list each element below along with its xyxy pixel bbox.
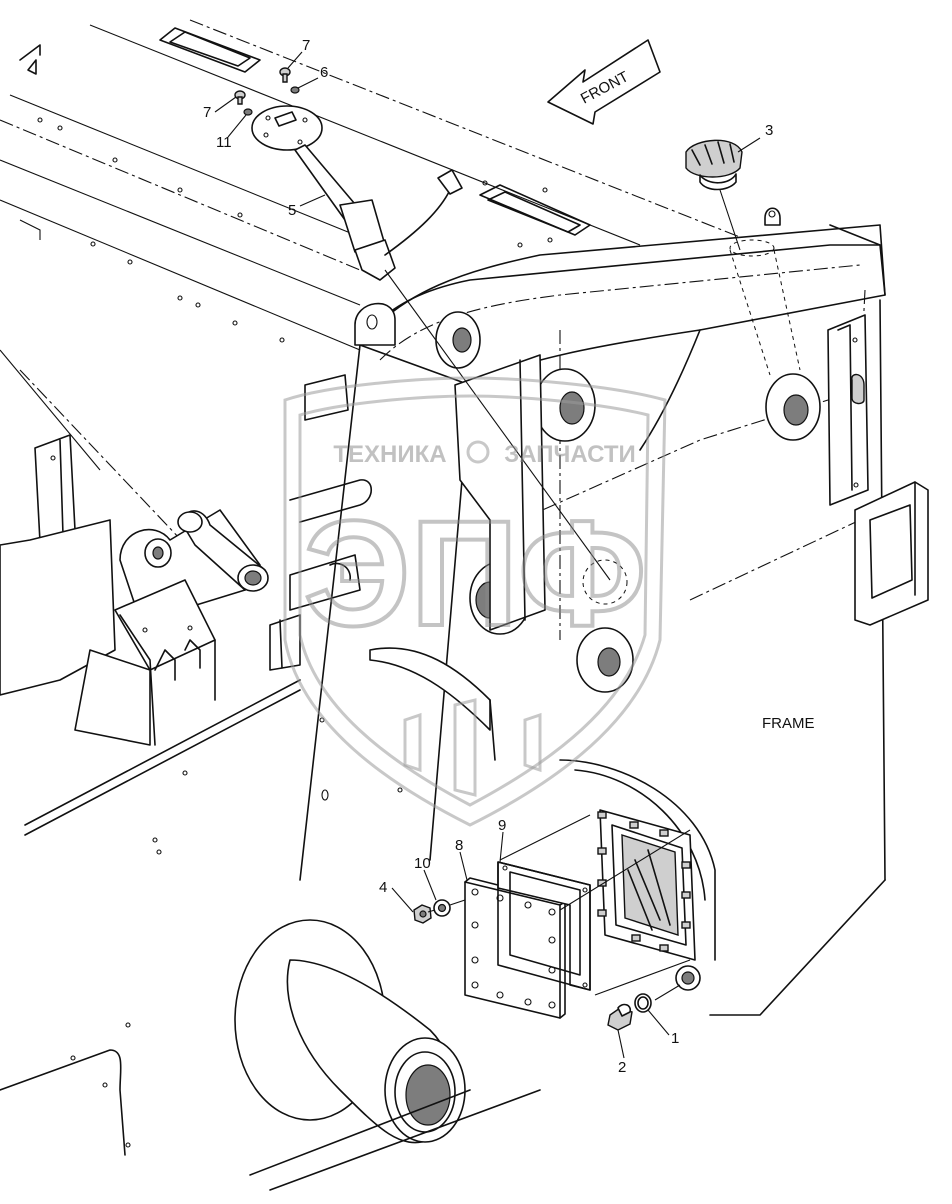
- frame-label: FRAME: [762, 715, 815, 732]
- watermark-right-word: ЗАПЧАСТИ: [504, 441, 636, 468]
- frame-structure-lines: [0, 19, 761, 561]
- hub-cone: [0, 919, 541, 1191]
- side-plates: [827, 314, 929, 626]
- callout-numbers: 1 2 3 4 5 6 7 7 8 9 10 11: [203, 37, 773, 1076]
- callout-11: 11: [216, 134, 232, 151]
- sender-bolts: [234, 67, 300, 116]
- front-arrow: FRONT: [547, 39, 661, 125]
- gear-icon: [466, 440, 490, 464]
- watermark-left-word: ТЕХНИКА: [333, 441, 446, 468]
- callout-6: 6: [320, 64, 328, 81]
- watermark: ТЕХНИКА ЗАПЧАСТИ ЭПФ: [283, 376, 667, 827]
- callout-9: 9: [498, 817, 506, 834]
- watermark-logo: ЭПФ: [304, 489, 647, 657]
- callout-4: 4: [379, 879, 387, 896]
- callout-3: 3: [765, 122, 773, 139]
- center-bracket: [369, 354, 546, 761]
- callout-8: 8: [455, 837, 463, 854]
- callout-leaders: [214, 51, 761, 1059]
- fuel-sender-5: [251, 105, 463, 281]
- access-opening: [559, 759, 716, 991]
- filler-cap-3: [685, 139, 801, 376]
- small-fasteners: [413, 899, 652, 1031]
- callout-10: 10: [414, 855, 431, 872]
- callout-5: 5: [288, 202, 296, 219]
- callout-7-left: 7: [203, 104, 211, 121]
- assembly-lines: [384, 189, 741, 1001]
- gasket-9: [497, 861, 591, 991]
- studs: [597, 811, 691, 952]
- callout-2: 2: [618, 1059, 626, 1076]
- left-components: [0, 374, 403, 855]
- callout-7-top: 7: [302, 37, 310, 54]
- callout-1: 1: [671, 1030, 679, 1047]
